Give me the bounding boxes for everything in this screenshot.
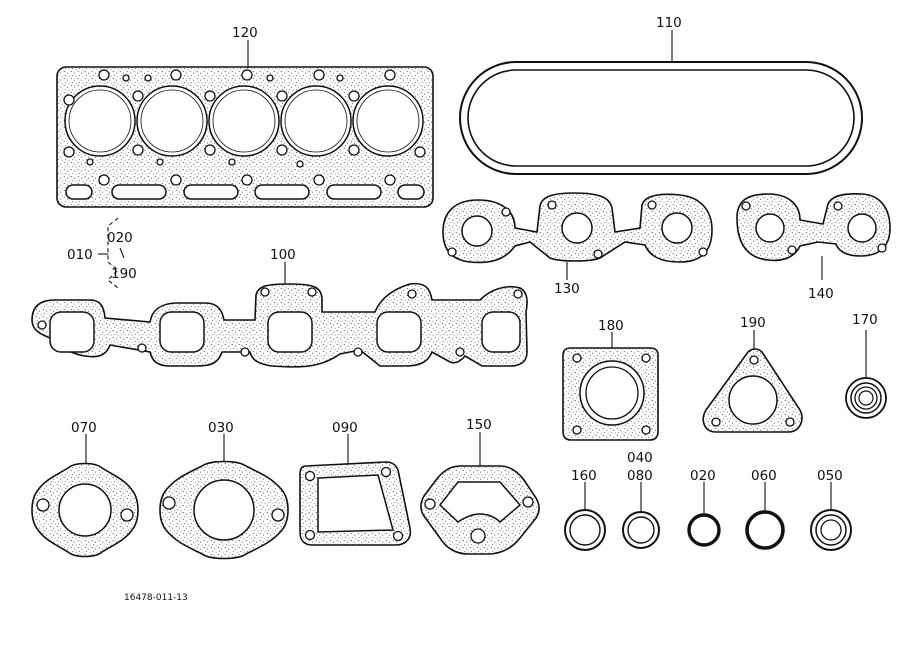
label-010: 010 xyxy=(67,247,93,263)
label-020: 020 xyxy=(107,230,133,246)
head-gasket-120[interactable] xyxy=(56,66,434,208)
o-ring-060[interactable] xyxy=(745,510,785,550)
label-170: 170 xyxy=(852,312,878,328)
exhaust-manifold-gasket-140[interactable] xyxy=(736,192,891,262)
label-190: 190 xyxy=(111,266,137,282)
label-020-oring: 020 xyxy=(690,468,716,484)
triangle-gasket-190[interactable] xyxy=(702,348,803,433)
copper-ring-080[interactable] xyxy=(622,511,660,549)
label-190-gasket: 190 xyxy=(740,315,766,331)
label-100: 100 xyxy=(270,247,296,263)
label-180: 180 xyxy=(598,318,624,334)
oval-gasket-070[interactable] xyxy=(31,462,139,558)
label-080: 080 xyxy=(627,468,653,484)
water-passage-slots xyxy=(65,184,425,200)
copper-ring-160[interactable] xyxy=(564,509,606,551)
cover-gasket-150[interactable] xyxy=(420,465,540,555)
kit-bracket xyxy=(98,217,125,289)
oil-seal-170[interactable] xyxy=(845,377,887,419)
oval-gasket-030[interactable] xyxy=(159,460,289,560)
head-bolt-holes xyxy=(63,69,426,186)
label-110: 110 xyxy=(656,15,682,31)
cover-gasket-090[interactable] xyxy=(299,461,412,546)
label-070: 070 xyxy=(71,420,97,436)
o-ring-020[interactable] xyxy=(687,513,721,547)
label-050: 050 xyxy=(817,468,843,484)
label-160: 160 xyxy=(571,468,597,484)
drawing-code: 16478-011-13 xyxy=(124,593,188,603)
intake-manifold-gasket-100[interactable] xyxy=(31,282,528,368)
label-030: 030 xyxy=(208,420,234,436)
flange-gasket-180[interactable] xyxy=(562,347,659,441)
label-130: 130 xyxy=(554,281,580,297)
exhaust-manifold-gasket-130[interactable] xyxy=(442,192,713,264)
valve-cover-gasket-110[interactable] xyxy=(459,61,863,175)
label-090: 090 xyxy=(332,420,358,436)
label-040: 040 xyxy=(627,450,653,466)
label-060: 060 xyxy=(751,468,777,484)
cylinder-bores xyxy=(64,85,424,157)
oil-seal-050[interactable] xyxy=(810,509,852,551)
label-140: 140 xyxy=(808,286,834,302)
label-150: 150 xyxy=(466,417,492,433)
label-120: 120 xyxy=(232,25,258,41)
